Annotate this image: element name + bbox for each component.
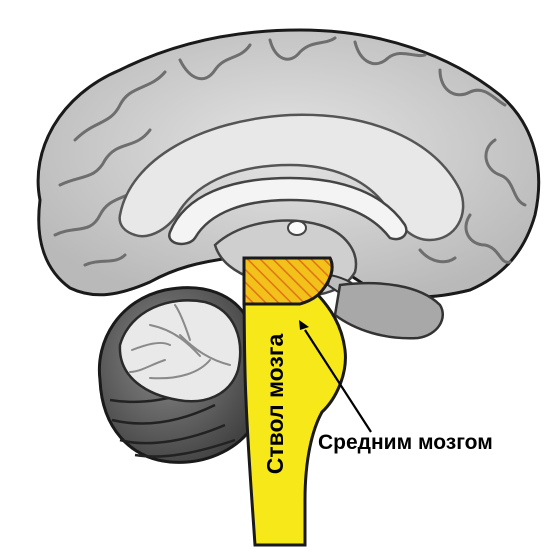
brainstem-label: Ствол мозга xyxy=(262,334,288,475)
cerebellum xyxy=(99,288,250,463)
midbrain-label: Средним мозгом xyxy=(318,431,493,454)
